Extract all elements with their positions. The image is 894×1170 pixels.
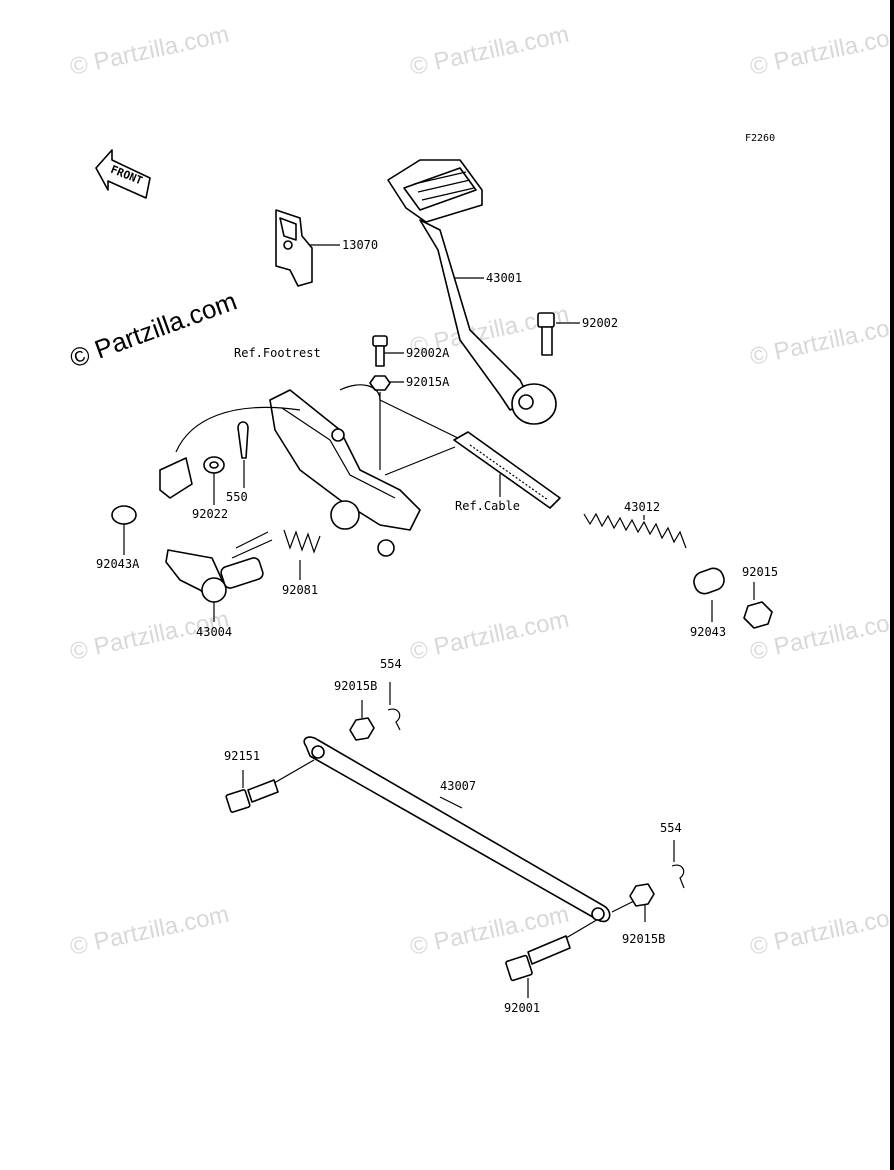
part-label-92043A: 92043A <box>96 557 140 571</box>
watermark: © Partzilla.com <box>748 901 890 961</box>
part-label-554-upper: 554 <box>380 657 402 671</box>
page-border <box>890 0 894 1170</box>
part-92043-pin <box>693 567 725 595</box>
part-92022-washer <box>203 456 225 474</box>
part-92015A-nut <box>369 375 391 391</box>
part-label-92015B-upper: 92015B <box>334 679 377 693</box>
part-label-43004: 43004 <box>196 625 232 639</box>
part-13070-hole <box>283 240 293 250</box>
watermark: © Partzilla.com <box>408 21 572 81</box>
watermark: © Partzilla.com <box>748 311 890 371</box>
watermarks: © Partzilla.com © Partzilla.com © Partzi… <box>66 21 890 961</box>
part-43001-brake-pedal <box>387 159 557 425</box>
part-label-92151: 92151 <box>224 749 260 763</box>
ref-cable-label: Ref.Cable <box>455 499 520 513</box>
part-label-13070: 13070 <box>342 238 378 252</box>
part-label-43012: 43012 <box>624 500 660 514</box>
part-label-92081: 92081 <box>282 583 318 597</box>
part-92151-bolt <box>225 779 279 813</box>
part-label-554-lower: 554 <box>660 821 682 835</box>
part-554-clip-lower <box>671 864 685 889</box>
part-label-550: 550 <box>226 490 248 504</box>
part-92015B-nut-upper <box>349 717 375 741</box>
watermark-primary: © Partzilla.com <box>66 286 241 374</box>
watermark: © Partzilla.com <box>408 606 572 666</box>
part-label-92043: 92043 <box>690 625 726 639</box>
part-13070-bracket <box>275 209 313 287</box>
part-label-92002: 92002 <box>582 316 618 330</box>
part-550-cotter-pin <box>237 421 249 459</box>
watermark: © Partzilla.com <box>68 901 232 961</box>
brake-rod <box>453 431 561 509</box>
part-92002A-bolt <box>372 335 388 367</box>
part-label-92015: 92015 <box>742 565 778 579</box>
leader-lines <box>123 244 755 998</box>
clevis <box>159 457 193 499</box>
part-label-92015B-lower: 92015B <box>622 932 665 946</box>
part-label-43001: 43001 <box>486 271 522 285</box>
part-label-43007: 43007 <box>440 779 476 793</box>
part-43007-link-rod <box>303 736 611 923</box>
watermark: © Partzilla.com <box>748 21 890 81</box>
part-92043A-pin <box>111 505 137 525</box>
part-label-92002A: 92002A <box>406 346 450 360</box>
ref-footrest-label: Ref.Footrest <box>234 346 321 360</box>
part-554-clip-upper <box>387 708 401 731</box>
part-label-92022: 92022 <box>192 507 228 521</box>
part-label-92001: 92001 <box>504 1001 540 1015</box>
footrest-assembly <box>269 384 421 557</box>
part-92015-nut <box>743 601 773 629</box>
part-92015B-nut-lower <box>629 883 655 907</box>
front-arrow-icon: FRONT <box>95 149 151 199</box>
watermark: © Partzilla.com <box>68 21 232 81</box>
part-92002-bolt <box>537 312 555 356</box>
part-92081-spring <box>283 529 321 554</box>
part-92001-bolt <box>505 935 571 982</box>
diagram-code: F2260 <box>745 133 775 144</box>
part-label-92015A: 92015A <box>406 375 450 389</box>
part-43004-shaft <box>165 549 264 603</box>
part-43012-spring <box>583 512 687 549</box>
